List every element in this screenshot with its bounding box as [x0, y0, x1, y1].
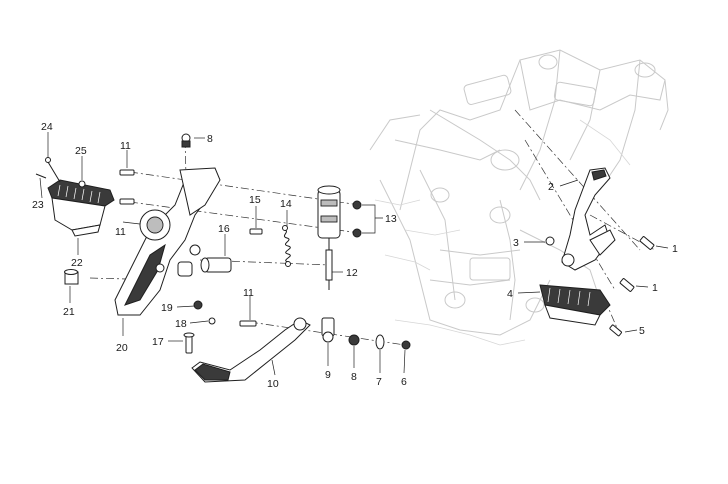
callout-3: 3: [513, 237, 519, 249]
callout-11c: 11: [243, 287, 254, 299]
left-bracket: [114, 133, 221, 316]
callout-17: 17: [152, 336, 164, 348]
leader-lines: [39, 132, 669, 376]
callout-20: 20: [116, 342, 128, 354]
callout-2: 2: [548, 181, 554, 193]
callout-19: 19: [161, 302, 173, 314]
left-fasteners: [119, 169, 257, 354]
brake-pedal: [191, 317, 411, 383]
callout-18: 18: [175, 318, 187, 330]
callout-6: 6: [401, 376, 407, 388]
callout-14: 14: [280, 198, 292, 210]
right-footpeg: [539, 167, 655, 337]
left-footpeg: [35, 157, 115, 285]
callout-11b: 11: [115, 226, 126, 238]
center-small-parts: [200, 225, 291, 273]
callout-21: 21: [63, 306, 75, 318]
frame-ghost: [369, 49, 669, 346]
callout-13: 13: [385, 213, 397, 225]
callout-23: 23: [32, 199, 44, 211]
callout-7: 7: [376, 376, 382, 388]
callout-1b: 1: [652, 282, 658, 294]
callout-labels: 1 1 2 3 4 5 6 7 8 8 9 10 11 11 11 12 13 …: [32, 121, 678, 390]
callout-24: 24: [41, 121, 53, 133]
callout-15: 15: [249, 194, 261, 206]
callout-10: 10: [267, 378, 279, 390]
callout-8a: 8: [207, 133, 213, 145]
callout-4: 4: [507, 288, 513, 300]
callout-16: 16: [218, 223, 230, 235]
callout-5: 5: [639, 325, 645, 337]
master-cylinder: [317, 185, 362, 290]
callout-22: 22: [71, 257, 83, 269]
callout-12: 12: [346, 267, 358, 279]
callout-25: 25: [75, 145, 87, 157]
callout-11a: 11: [120, 140, 131, 152]
callout-1a: 1: [672, 243, 678, 255]
callout-8b: 8: [351, 371, 357, 383]
callout-9: 9: [325, 369, 331, 381]
